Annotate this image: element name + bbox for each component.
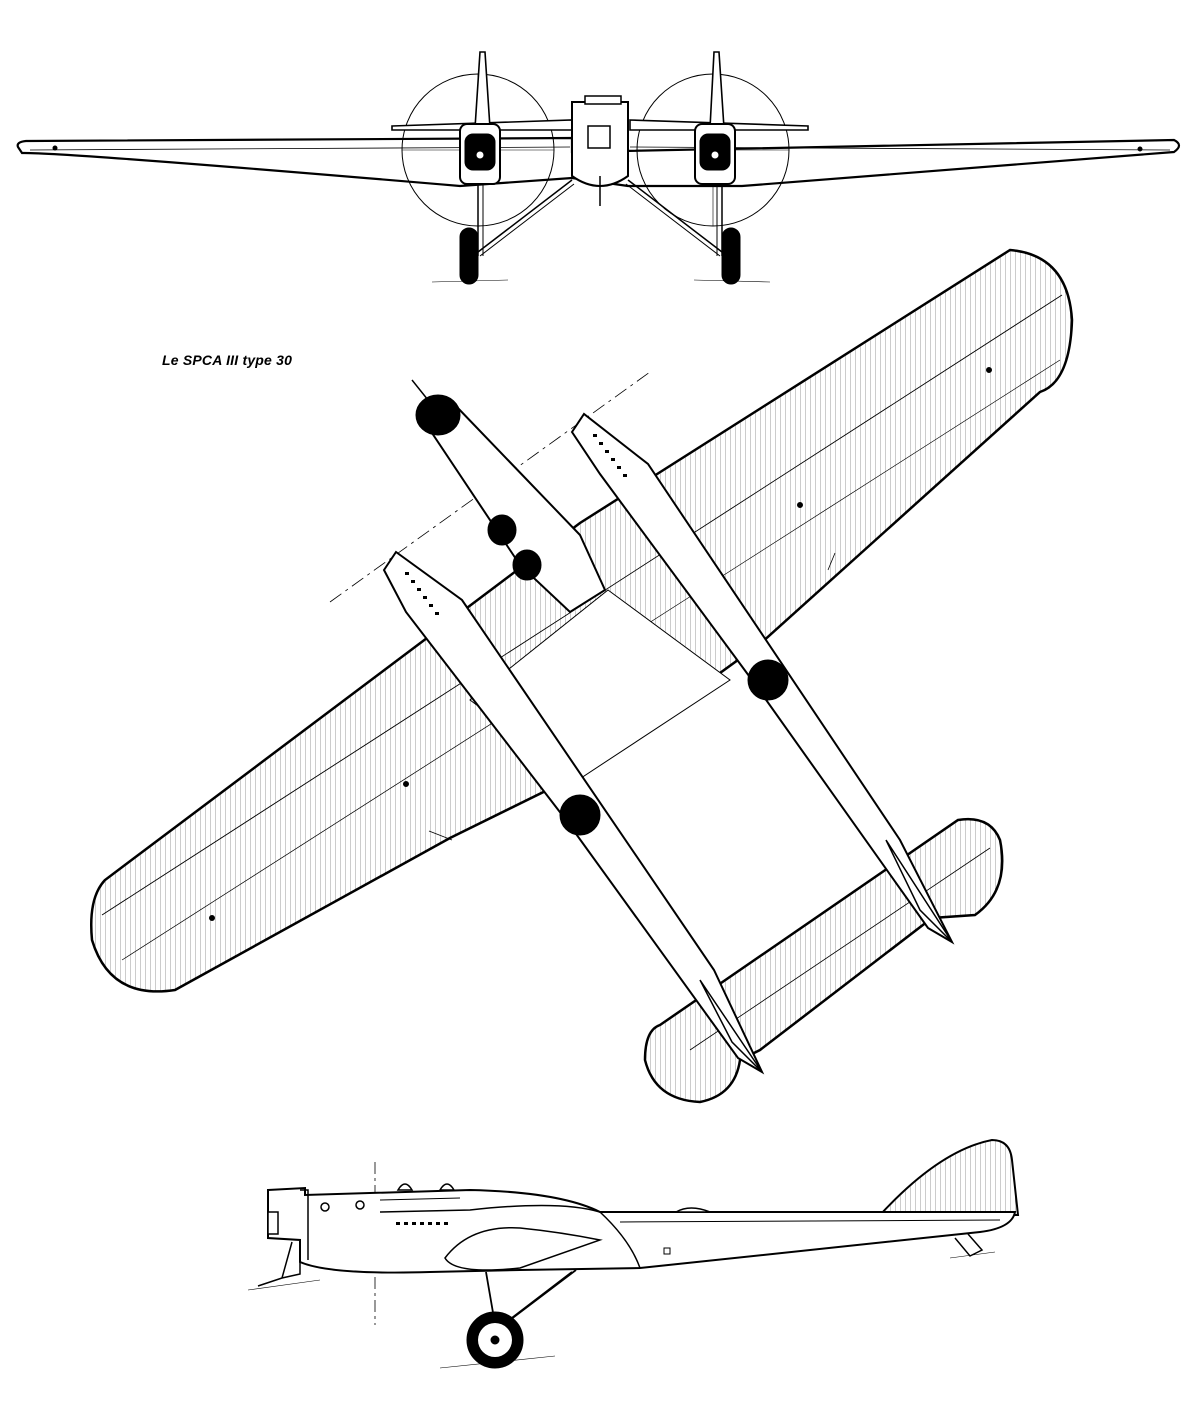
side-view	[247, 1138, 1020, 1369]
left-wheel	[459, 227, 479, 285]
front-view	[16, 51, 1181, 285]
front-view-fuselage	[571, 101, 629, 187]
right-wheel	[721, 227, 741, 285]
side-view-fin	[877, 1138, 1020, 1216]
right-fin	[709, 51, 725, 129]
top-view	[90, 248, 1074, 1104]
front-view-landing-gear	[431, 179, 771, 285]
left-fin	[474, 51, 491, 129]
drawing-caption: Le SPCA III type 30	[162, 352, 293, 368]
